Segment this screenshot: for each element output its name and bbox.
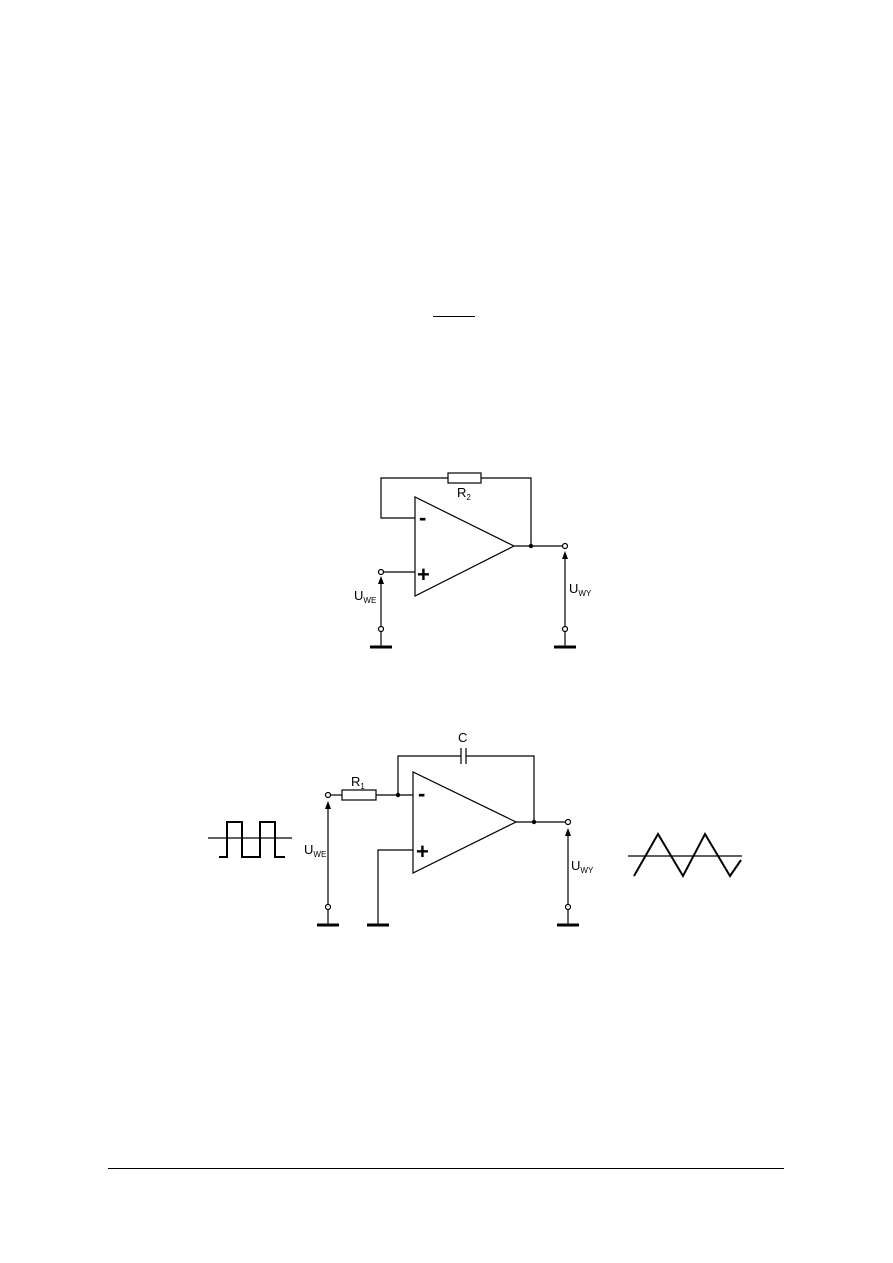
- junction-node-2b: [531, 819, 537, 825]
- minus-sign-1: -: [419, 505, 426, 530]
- footer-rule: [108, 1168, 784, 1169]
- plus-input-ground-wire: [377, 849, 413, 924]
- output-arrowhead-2: [565, 828, 571, 836]
- resistor-r1: [341, 789, 377, 801]
- minus-sign-2: -: [418, 781, 425, 806]
- input-terminal-2: [324, 791, 332, 799]
- op-amp-1: [414, 496, 516, 597]
- input-ground-terminal-2: [324, 903, 332, 911]
- label-input-voltage-2: UWE: [304, 842, 326, 859]
- cap-wire-right: [466, 755, 535, 822]
- input-arrowhead-2: [325, 801, 331, 809]
- label-r1: R1: [351, 774, 365, 791]
- plus-sign-2: +: [416, 839, 429, 864]
- square-wave: [219, 821, 285, 858]
- output-terminal-1: [561, 542, 569, 550]
- cap-wire-left: [397, 755, 461, 795]
- label-output-voltage-2: UWY: [571, 858, 594, 875]
- output-terminal-2: [564, 818, 572, 826]
- input-arrowhead-1: [378, 576, 384, 584]
- fraction-bar: [433, 316, 475, 317]
- junction-node-2a: [395, 792, 401, 798]
- op-amp-2: [412, 771, 518, 874]
- input-terminal-1: [377, 568, 385, 576]
- label-capacitor: C: [458, 730, 467, 745]
- feedback-wire-2: [481, 477, 532, 546]
- feedback-wire-1: [380, 477, 448, 519]
- label-output-voltage-1: UWY: [569, 581, 592, 598]
- output-ground-terminal-2: [564, 903, 572, 911]
- output-arrowhead-1: [562, 551, 568, 559]
- plus-sign-1: +: [417, 562, 430, 587]
- label-r2: R2: [457, 485, 471, 502]
- junction-node-1: [528, 543, 534, 549]
- label-input-voltage-1: UWE: [354, 588, 376, 605]
- non-inverting-amplifier-diagram: - + R2 UWE UWY: [354, 472, 592, 649]
- triangle-wave: [633, 831, 742, 879]
- integrator-diagram: - + C R1 UWE UWY: [208, 730, 742, 927]
